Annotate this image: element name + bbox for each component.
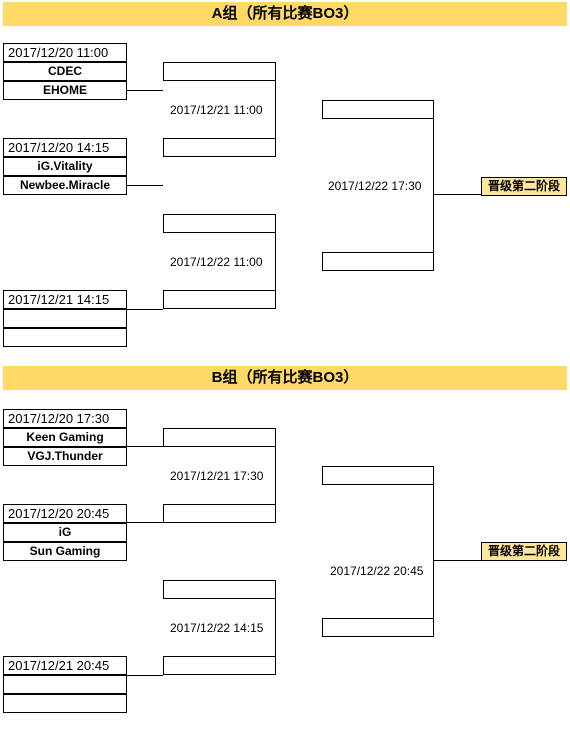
group-b-r1-winner-3 <box>163 580 276 599</box>
group-b-match3-date: 2017/12/21 20:45 <box>3 656 127 675</box>
group-a-r1-winner-1 <box>163 62 276 81</box>
group-b-r1-winner-2 <box>163 504 276 523</box>
group-a-connector <box>275 80 276 119</box>
group-a-connector <box>127 90 163 91</box>
group-a-r2-date-bottom: 2017/12/22 11:00 <box>170 255 263 269</box>
group-a-final-date: 2017/12/22 17:30 <box>328 179 422 193</box>
group-a-match2-date: 2017/12/20 14:15 <box>3 138 127 157</box>
group-a-match1-date: 2017/12/20 11:00 <box>3 43 127 62</box>
group-b-r2-winner-1 <box>322 466 434 485</box>
group-a-connector <box>275 118 276 157</box>
group-b-match1-team2: VGJ.Thunder <box>3 447 127 466</box>
group-a-match3-team2 <box>3 328 127 347</box>
group-b-r1-winner-4 <box>163 656 276 675</box>
group-b-r1-winner-1 <box>163 428 276 447</box>
group-a-connector <box>127 185 163 186</box>
group-a-r1-winner-3 <box>163 214 276 233</box>
group-b-connector <box>433 560 481 561</box>
group-b-connector <box>275 636 276 675</box>
group-b-r2-date-bottom: 2017/12/22 14:15 <box>170 621 264 635</box>
group-a-connector <box>275 270 276 309</box>
group-a-connector <box>433 194 481 195</box>
group-a-match1-team2: EHOME <box>3 81 127 100</box>
group-b-match2-team2: Sun Gaming <box>3 542 127 561</box>
group-b-advance-badge: 晋级第二阶段 <box>481 542 567 561</box>
group-a-match2-team1: iG.Vitality <box>3 157 127 176</box>
group-b-r2-winner-2 <box>322 618 434 637</box>
group-a-r2-winner-1 <box>322 100 434 119</box>
group-a-connector <box>127 309 163 310</box>
group-a-match1-team1: CDEC <box>3 62 127 81</box>
group-a-connector <box>433 118 434 195</box>
group-b-header: B组（所有比赛BO3） <box>3 366 567 390</box>
group-a-match2-team2: Newbee.Miracle <box>3 176 127 195</box>
group-b-connector <box>275 484 276 523</box>
group-a-r1-winner-4 <box>163 290 276 309</box>
group-a-r2-winner-2 <box>322 252 434 271</box>
group-b-match1-team1: Keen Gaming <box>3 428 127 447</box>
group-b-final-date: 2017/12/22 20:45 <box>330 564 424 578</box>
group-b-match3-team2 <box>3 694 127 713</box>
group-b-connector <box>275 446 276 485</box>
group-a-r1-winner-2 <box>163 138 276 157</box>
group-b-connector <box>127 522 163 523</box>
group-a-connector <box>433 194 434 271</box>
group-a-advance-badge: 晋级第二阶段 <box>481 177 567 196</box>
group-a-header: A组（所有比赛BO3） <box>3 2 567 26</box>
group-b-connector <box>433 560 434 637</box>
group-a-match3-team1 <box>3 309 127 328</box>
group-b-connector <box>275 598 276 637</box>
group-b-connector <box>127 446 163 447</box>
group-a-match3-date: 2017/12/21 14:15 <box>3 290 127 309</box>
group-b-connector <box>127 675 163 676</box>
group-b-match2-date: 2017/12/20 20:45 <box>3 504 127 523</box>
group-a-connector <box>275 232 276 271</box>
group-b-match3-team1 <box>3 675 127 694</box>
group-b-connector <box>433 484 434 561</box>
group-b-match1-date: 2017/12/20 17:30 <box>3 409 127 428</box>
group-b-r2-date-top: 2017/12/21 17:30 <box>170 469 264 483</box>
group-a-r2-date-top: 2017/12/21 11:00 <box>170 103 263 117</box>
group-b-match2-team1: iG <box>3 523 127 542</box>
